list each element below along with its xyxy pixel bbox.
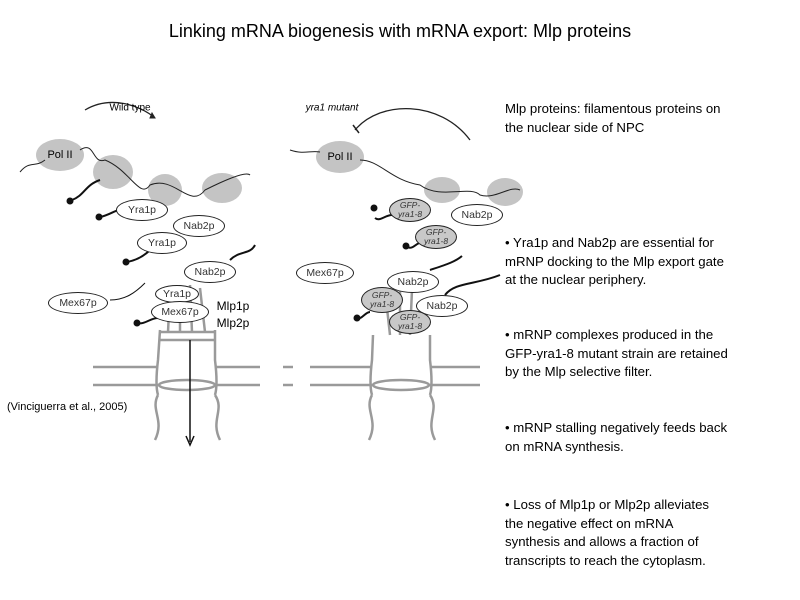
export-arrow — [185, 340, 195, 447]
dna-strands — [19, 101, 521, 197]
nab2p-protein: Nab2p — [173, 215, 225, 237]
blob — [487, 178, 523, 206]
bullet-4: • Loss of Mlp1p or Mlp2p alleviates the … — [505, 496, 709, 570]
text-line: at the nuclear periphery. — [505, 272, 647, 287]
yra1p-protein: Yra1p — [116, 199, 168, 221]
polymerase-blobs — [36, 139, 523, 206]
gfp-yra1-8-protein: GFP- yra1-8 — [415, 225, 457, 249]
nab2p-protein: Nab2p — [184, 261, 236, 283]
text-line: by the Mlp selective filter. — [505, 364, 653, 379]
yra1p-protein: Yra1p — [137, 232, 187, 254]
nab2p-protein: Nab2p — [451, 204, 503, 226]
text-line: • mRNP complexes produced in the — [505, 327, 714, 342]
gfp-yra1-8-protein: GFP- yra1-8 — [389, 198, 431, 222]
citation: (Vinciguerra et al., 2005) — [7, 401, 128, 413]
gfp-yra1-8-protein: GFP- yra1-8 — [361, 287, 403, 313]
text-line: the nuclear side of NPC — [505, 119, 645, 135]
text-line: • Yra1p and Nab2p are essential for — [505, 235, 714, 250]
nab2p-protein: Nab2p — [387, 271, 439, 293]
blob — [424, 177, 460, 203]
mex67p-protein: Mex67p — [296, 262, 354, 284]
mlp1p-label: Mlp1p — [216, 299, 250, 313]
pol2-blob — [316, 141, 364, 173]
mlp2p-label: Mlp2p — [216, 316, 250, 330]
text-line: the negative effect on mRNA — [505, 515, 674, 531]
mex67p-protein: Mex67p — [48, 292, 108, 314]
bullet-1: • Yra1p and Nab2p are essential for mRNP… — [505, 234, 724, 290]
bullet-3: • mRNP stalling negatively feeds back on… — [505, 419, 727, 456]
wild-type-label: Wild type — [109, 102, 151, 114]
pol2-blob — [36, 139, 84, 171]
bullet-2: • mRNP complexes produced in the GFP-yra… — [505, 326, 728, 382]
gfp-yra1-8-protein: GFP- yra1-8 — [389, 310, 431, 334]
text-line: transcripts to reach the cytoplasm. — [505, 552, 706, 568]
slide-title: Linking mRNA biogenesis with mRNA export… — [168, 21, 632, 41]
text-line: GFP-yra1-8 mutant strain are retained — [505, 345, 728, 361]
text-line: • mRNP stalling negatively feeds back — [505, 420, 728, 435]
mex67p-protein: Mex67p — [151, 301, 209, 323]
blob — [93, 155, 133, 189]
text-line: on mRNA synthesis. — [505, 438, 624, 454]
text-line: • Loss of Mlp1p or Mlp2p alleviates — [505, 497, 709, 512]
mrna-tails — [66, 179, 501, 327]
text-line: synthesis and allows a fraction of — [505, 534, 699, 549]
pol2-label: Pol II — [47, 149, 73, 161]
blob — [148, 174, 182, 206]
intro-text: Mlp proteins: filamentous proteins on th… — [505, 100, 721, 137]
nab2p-protein: Nab2p — [416, 295, 468, 317]
blob — [202, 173, 242, 203]
text-line: Mlp proteins: filamentous proteins on — [505, 101, 721, 116]
text-line: mRNP docking to the Mlp export gate — [505, 253, 724, 269]
pol2-label: Pol II — [327, 151, 353, 163]
yra1-mutant-label: yra1 mutant — [305, 102, 359, 114]
